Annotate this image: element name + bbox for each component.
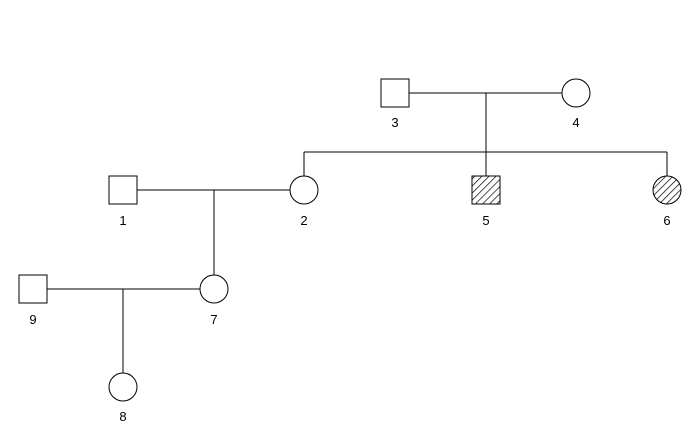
- label-8: 8: [119, 409, 126, 424]
- individual-3-male: [380, 78, 410, 108]
- individual-7-female: [199, 274, 229, 304]
- individual-2-female: [289, 175, 319, 205]
- individual-9-male: [18, 274, 48, 304]
- connector-lines: [47, 92, 668, 373]
- label-9: 9: [29, 312, 36, 327]
- label-5: 5: [482, 213, 489, 228]
- individual-5-affected-male: [471, 175, 501, 205]
- individuals: [18, 78, 682, 402]
- individual-6-affected-female: [652, 175, 682, 205]
- label-4: 4: [572, 115, 579, 130]
- label-3: 3: [391, 115, 398, 130]
- individual-4-female: [561, 78, 591, 108]
- label-1: 1: [119, 213, 126, 228]
- individual-labels: 3 4 1 2 5 6 9 7 8: [29, 115, 670, 424]
- label-7: 7: [210, 312, 217, 327]
- label-2: 2: [300, 213, 307, 228]
- individual-1-male: [108, 175, 138, 205]
- individual-8-female: [108, 372, 138, 402]
- label-6: 6: [663, 213, 670, 228]
